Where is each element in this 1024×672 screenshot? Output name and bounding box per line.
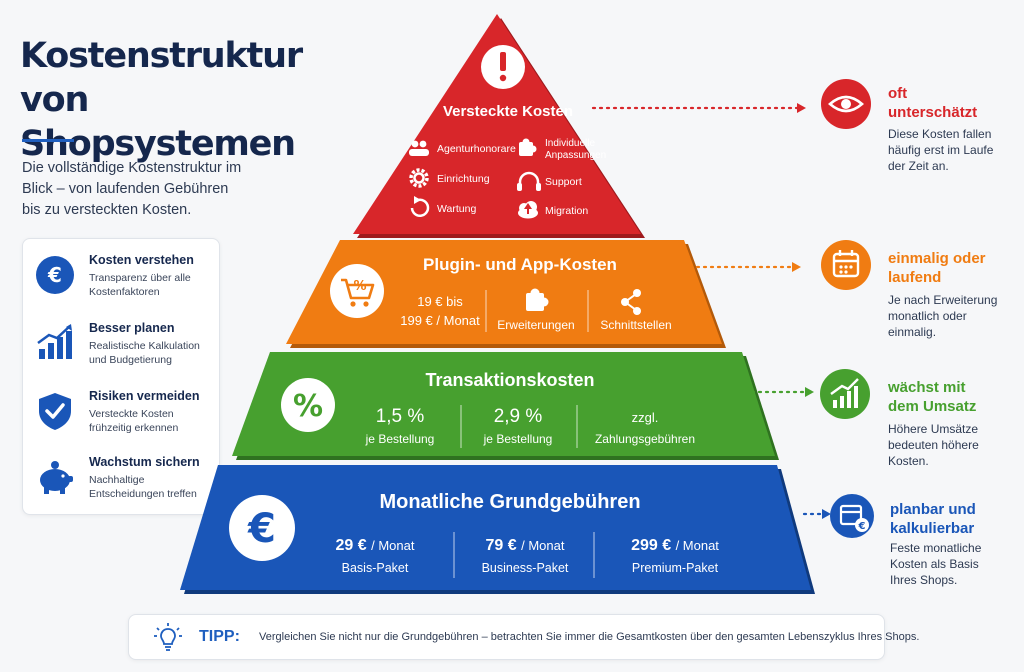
svg-text:€: € — [247, 506, 276, 552]
tier-title-hidden: Versteckte Kosten — [442, 103, 574, 120]
tip-bar: TIPP: Vergleichen Sie nicht nur die Grun… — [128, 614, 919, 660]
plan-name: Premium-Paket — [631, 561, 719, 575]
transaction-rate-label: je Bestellung — [483, 432, 553, 446]
tier-title-monthly: Monatliche Grundgebühren — [379, 491, 641, 513]
annotation-desc-hidden: Diese Kosten fallen häufig erst im Laufe… — [888, 127, 994, 173]
headset-icon — [517, 171, 541, 191]
hidden-item: Migration — [545, 205, 589, 217]
annotation-desc-transactions: Höhere Umsätze bedeuten höhere Kosten. — [888, 422, 979, 468]
transaction-rate-label: je Bestellung — [365, 432, 435, 446]
svg-text:%: % — [353, 279, 366, 294]
tier-title-transactions: Transaktionskosten — [425, 370, 595, 390]
growth-chart-icon — [820, 369, 870, 419]
page-title: Kostenstruktur von Shopsystemen — [20, 36, 303, 164]
plan-price-unit: / Monat — [521, 538, 565, 553]
annotation-title-transactions: wächst mit dem Umsatz — [888, 379, 977, 415]
plan-price-amount: 79 € — [485, 537, 517, 554]
calendar-euro-icon: € — [830, 494, 874, 538]
pyramid-tier-transactions — [232, 352, 775, 456]
plan-price-amount: 299 € — [631, 537, 672, 554]
pyramid-tier-plugins — [286, 240, 722, 344]
alert-icon — [481, 45, 525, 89]
people-icon — [409, 140, 429, 156]
bar-chart-icon — [37, 324, 72, 359]
svg-text:€: € — [47, 263, 62, 287]
intro-text: Die vollständige Kostenstruktur im Blick… — [22, 160, 242, 218]
gear-icon — [409, 168, 429, 188]
plan-price-amount: 29 € — [335, 537, 367, 554]
plugin-price-line: 199 € / Monat — [400, 313, 480, 328]
tip-text: Vergleichen Sie nicht nur die Grundgebüh… — [259, 631, 920, 643]
lightbulb-icon — [154, 623, 182, 651]
benefit-desc: Transparenz über alle Kostenfaktoren — [89, 272, 191, 298]
hidden-item: Individuelle Anpassungen — [545, 138, 607, 161]
eye-icon — [821, 79, 871, 129]
benefit-desc: Realistische Kalkulation und Budgetierun… — [89, 340, 200, 366]
annotation-desc-plugins: Je nach Erweiterung monatlich oder einma… — [888, 293, 998, 339]
title-underline — [22, 139, 74, 142]
transaction-extra-label: Zahlungsgebühren — [594, 432, 696, 446]
refresh-icon — [410, 196, 430, 217]
plan-price: 79 € / Monat — [455, 537, 595, 555]
pyramid-tier-monthly — [180, 465, 811, 590]
transaction-extra-value: zzgl. — [631, 410, 659, 425]
benefit-desc: Nachhaltige Entscheidungen treffen — [89, 474, 197, 500]
euro-icon: € — [229, 495, 295, 561]
plugin-item-extensions: Erweiterungen — [497, 318, 575, 332]
hidden-item: Support — [545, 176, 582, 188]
annotation-title-hidden: oft unterschätzt — [888, 85, 978, 121]
benefit-title: Besser planen — [89, 321, 175, 335]
tip-label: TIPP: — [199, 628, 240, 645]
benefits-card: € Kosten verstehen Transparenz über alle… — [22, 238, 220, 515]
annotation-title-monthly: planbar und kalkulierbar — [890, 501, 976, 537]
svg-text:€: € — [858, 521, 866, 532]
plugin-item-interfaces: Schnittstellen — [600, 318, 672, 332]
plugin-price-line: 19 € bis — [417, 294, 463, 309]
puzzle-icon — [526, 288, 549, 311]
hidden-item: Agenturhonorare — [437, 143, 516, 155]
pyramid-tier-hidden — [353, 14, 641, 234]
hidden-item: Einrichtung — [437, 173, 490, 185]
shopping-cart-percent-icon: % — [330, 264, 384, 318]
percent-icon: % — [281, 378, 335, 432]
benefit-title: Kosten verstehen — [89, 253, 194, 267]
plan-price: 299 € / Monat — [600, 537, 750, 555]
piggy-bank-icon — [40, 461, 73, 494]
plan-price-unit: / Monat — [371, 538, 415, 553]
calendar-icon — [821, 240, 871, 290]
transaction-rate-value: 2,9 % — [493, 406, 543, 427]
svg-text:%: % — [293, 389, 323, 424]
plan-price-unit: / Monat — [675, 538, 719, 553]
benefit-title: Wachstum sichern — [89, 455, 200, 469]
transaction-rate-value: 1,5 % — [375, 406, 425, 427]
annotation-desc-monthly: Feste monatliche Kosten als Basis Ihres … — [890, 541, 982, 587]
tier-title-plugins: Plugin- und App-Kosten — [423, 255, 617, 274]
plan-name: Basis-Paket — [341, 561, 409, 575]
shield-check-icon — [39, 393, 71, 430]
plan-price: 29 € / Monat — [310, 537, 440, 555]
plan-name: Business-Paket — [481, 561, 569, 575]
share-nodes-icon — [621, 289, 641, 315]
hidden-item: Wartung — [437, 203, 477, 215]
benefit-title: Risiken vermeiden — [89, 389, 200, 403]
cloud-upload-icon — [518, 201, 538, 219]
benefit-desc: Versteckte Kosten frühzeitig erkennen — [89, 408, 179, 434]
puzzle-icon — [519, 138, 537, 156]
annotation-title-plugins: einmalig oder laufend — [888, 250, 986, 286]
euro-icon: € — [36, 256, 74, 294]
